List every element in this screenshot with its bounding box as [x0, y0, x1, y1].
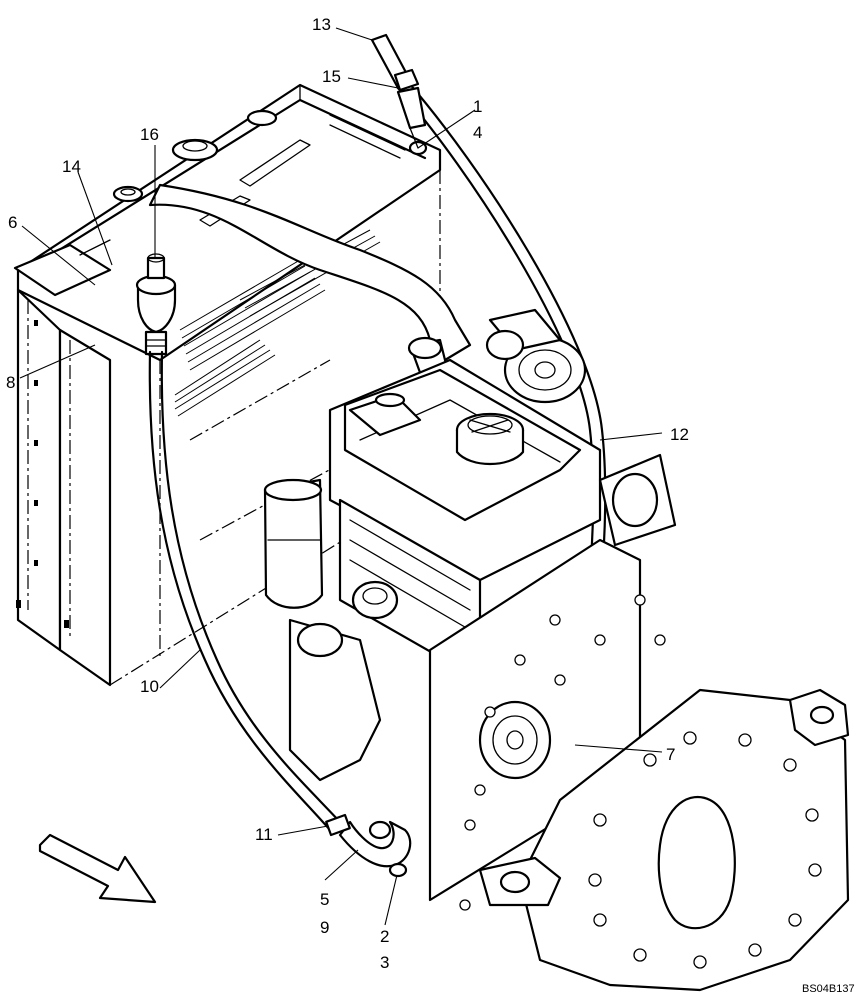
fuel-filter [263, 478, 324, 609]
callout-labels: 13 15 1 4 16 14 6 8 12 10 7 11 5 9 2 3 [6, 15, 689, 972]
alternator [485, 308, 587, 404]
leader-lines [19, 27, 663, 926]
lower-hose-fitting [325, 813, 412, 878]
radiator-cap [171, 138, 219, 162]
callout-11: 11 [255, 825, 273, 844]
side-rivets [16, 320, 69, 628]
callout-6: 6 [8, 213, 17, 232]
engine-block [189, 308, 677, 911]
callout-4: 4 [473, 123, 482, 142]
callout-14: 14 [62, 157, 81, 176]
drawing-reference: BS04B137 [802, 983, 855, 995]
callout-2: 2 [380, 927, 389, 946]
callout-10: 10 [140, 677, 159, 696]
oil-filler-cap [455, 412, 525, 466]
flywheel-housing-bolts [588, 731, 822, 969]
callout-16: 16 [140, 125, 159, 144]
block-bolts [459, 594, 666, 911]
callout-9: 9 [320, 918, 329, 937]
callout-7: 7 [666, 745, 675, 764]
crank-pulley [478, 700, 552, 780]
flywheel-housing [478, 688, 850, 992]
front-direction-arrow-icon [38, 833, 157, 904]
overflow-hose [148, 350, 342, 832]
callout-3: 3 [380, 953, 389, 972]
callout-12: 12 [670, 425, 689, 444]
coolant-reservoir-valve [135, 253, 177, 356]
callout-15: 15 [322, 67, 341, 86]
callout-5: 5 [320, 890, 329, 909]
callout-8: 8 [6, 373, 15, 392]
callout-1: 1 [473, 97, 482, 116]
callout-13: 13 [312, 15, 331, 34]
